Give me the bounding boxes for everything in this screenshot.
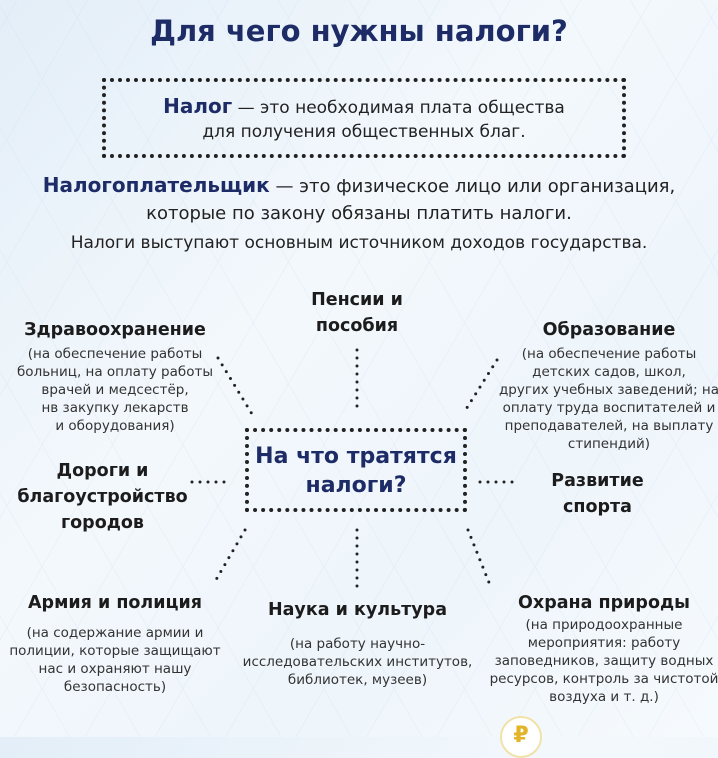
nature-desc: заповедников, защиту водных bbox=[494, 653, 714, 669]
connector-lines bbox=[190, 348, 522, 592]
roads-title: Дороги и bbox=[56, 461, 149, 481]
education-desc: (на обеспечение работы bbox=[521, 346, 697, 362]
term-tax: Налог bbox=[163, 94, 233, 118]
ruble-coin-icon: ₽ bbox=[500, 716, 542, 758]
center-line-2: налоги? bbox=[305, 473, 407, 498]
education-desc: оплату труда воспитателей и bbox=[502, 400, 716, 416]
nature-desc: воздуха и т. д.) bbox=[549, 689, 659, 705]
taxpayer-text: — это физическое лицо или организация, bbox=[269, 176, 676, 197]
health-desc: врачей и медсестёр, bbox=[41, 382, 189, 398]
sport-title: спорта bbox=[563, 497, 632, 517]
health-title: Здравоохранение bbox=[24, 320, 206, 340]
army-desc: полиции, которые защищают bbox=[9, 643, 221, 659]
nature-desc: (на природоохранные bbox=[525, 617, 683, 633]
science-desc: исследовательских институтов, bbox=[242, 654, 473, 670]
health-desc: и оборудования) bbox=[55, 418, 175, 434]
connector-nature bbox=[466, 528, 492, 587]
education-desc: детских садов, школ, bbox=[532, 364, 686, 380]
health-desc: нв закупку лекарств bbox=[41, 400, 189, 416]
term-taxpayer: Налогоплательщик bbox=[42, 173, 270, 197]
center-line-1: На что тратятся bbox=[255, 444, 457, 469]
connector-health bbox=[216, 356, 254, 416]
nature-desc: ресурсов, контроль за чистотой bbox=[489, 671, 718, 687]
education-title: Образование bbox=[542, 320, 676, 340]
health-desc: больниц, на оплату работы bbox=[16, 364, 213, 380]
item-sport: Развитие спорта bbox=[525, 468, 670, 520]
item-education: Образование (на обеспечение работы детск… bbox=[498, 317, 718, 453]
taxpayer-definition: Налогоплательщик — это физическое лицо и… bbox=[0, 172, 718, 227]
nature-desc: мероприятия: работу bbox=[527, 635, 681, 651]
center-question-box: На что тратятся налоги? bbox=[245, 428, 467, 512]
roads-title: благоустройство bbox=[17, 487, 188, 507]
science-title: Наука и культура bbox=[267, 600, 448, 620]
army-desc: безопасность) bbox=[63, 679, 167, 695]
army-desc: (на содержание армии и bbox=[26, 625, 204, 641]
connector-army bbox=[211, 528, 247, 587]
connector-education bbox=[461, 358, 499, 416]
item-roads: Дороги и благоустройство городов bbox=[5, 458, 200, 536]
roads-title: городов bbox=[61, 513, 144, 533]
army-desc: нас и охраняют нашу bbox=[38, 661, 192, 677]
item-nature: Охрана природы (на природоохранные мероп… bbox=[485, 590, 718, 706]
pensions-title: пособия bbox=[315, 316, 399, 336]
statement: Налоги выступают основным источником дох… bbox=[70, 233, 648, 253]
education-desc: преподавателей, на выплату bbox=[504, 418, 714, 434]
science-desc: библиотек, музеев) bbox=[287, 672, 428, 688]
sport-title: Развитие bbox=[551, 471, 644, 491]
item-science: Наука и культура (на работу научно- иссл… bbox=[240, 597, 475, 689]
science-desc: (на работу научно- bbox=[289, 636, 426, 652]
item-pensions: Пенсии и пособия bbox=[277, 287, 437, 339]
item-army: Армия и полиция (на содержание армии и п… bbox=[0, 590, 230, 696]
army-title: Армия и полиция bbox=[28, 593, 202, 613]
page-title: Для чего нужны налоги? bbox=[150, 14, 568, 48]
definition-text: — это необходимая плата общества bbox=[232, 98, 565, 118]
pensions-title: Пенсии и bbox=[311, 290, 403, 310]
background-pattern bbox=[0, 0, 718, 737]
definition-text-2: для получения общественных благ. bbox=[202, 122, 526, 142]
item-health: Здравоохранение (на обеспечение работы б… bbox=[5, 317, 225, 435]
education-desc: других учебных заведений; на bbox=[498, 382, 718, 398]
education-desc: стипендий) bbox=[567, 436, 651, 452]
health-desc: (на обеспечение работы bbox=[27, 346, 203, 362]
taxpayer-text-2: которые по закону обязаны платить налоги… bbox=[146, 203, 572, 224]
tax-definition-box: Налог — это необходимая плата общества д… bbox=[102, 78, 626, 158]
nature-title: Охрана природы bbox=[518, 593, 690, 613]
